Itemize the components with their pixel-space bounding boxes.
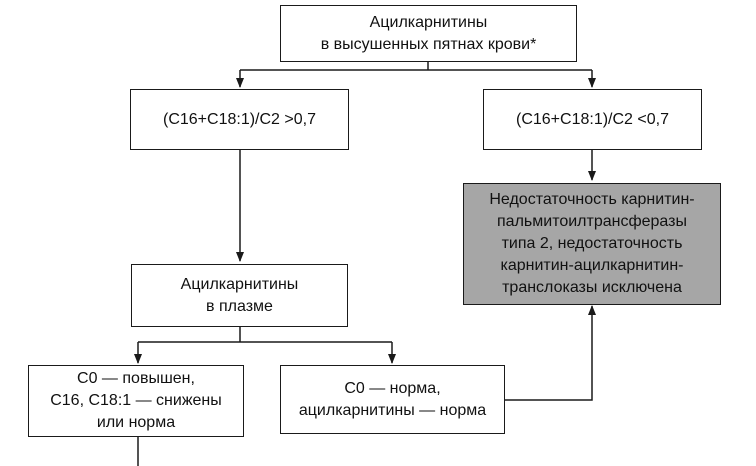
node-text-line: или норма [96,414,176,431]
node-text-line: C0 — повышен, [77,370,195,387]
node-ratio-high: (C16+C18:1)/C2 >0,7 [130,89,349,150]
node-ratio-low: (C16+C18:1)/C2 <0,7 [483,89,702,150]
node-text-line: Ацилкарнитины [369,13,488,31]
node-text-line: Ацилкарнитины [180,275,299,293]
node-text-line: ацилкарнитины — норма [298,401,487,419]
node-text-line: типа 2, недостаточность [501,235,683,252]
node-text-line: в высушенных пятнах крови* [320,35,537,53]
node-text-line: Недостаточность карнитин- [489,191,695,208]
node-text-line: C0 — норма, [344,379,441,397]
node-text-line: C16, C18:1 — снижены [50,392,222,409]
node-text-line: (C16+C18:1)/C2 >0,7 [163,110,316,128]
node-text-line: транслоказы исключена [502,279,682,296]
node-c0-elevated: C0 — повышен, C16, C18:1 — снижены или н… [28,365,244,437]
node-blood-spot-acylcarnitines: Ацилкарнитины в высушенных пятнах крови* [280,5,577,62]
node-text-line: карнитин-ацилкарнитин- [500,257,684,274]
arrow-c0-norm-to-excluded [505,305,596,401]
node-deficiency-excluded: Недостаточность карнитин- пальмитоилтран… [463,183,721,305]
node-plasma-acylcarnitines: Ацилкарнитины в плазме [131,264,348,327]
node-c0-normal: C0 — норма, ацилкарнитины — норма [280,365,505,434]
node-text-line: пальмитоилтрансферазы [497,213,687,230]
node-text-line: в плазме [206,297,273,315]
node-text-line: (C16+C18:1)/C2 <0,7 [516,110,669,128]
